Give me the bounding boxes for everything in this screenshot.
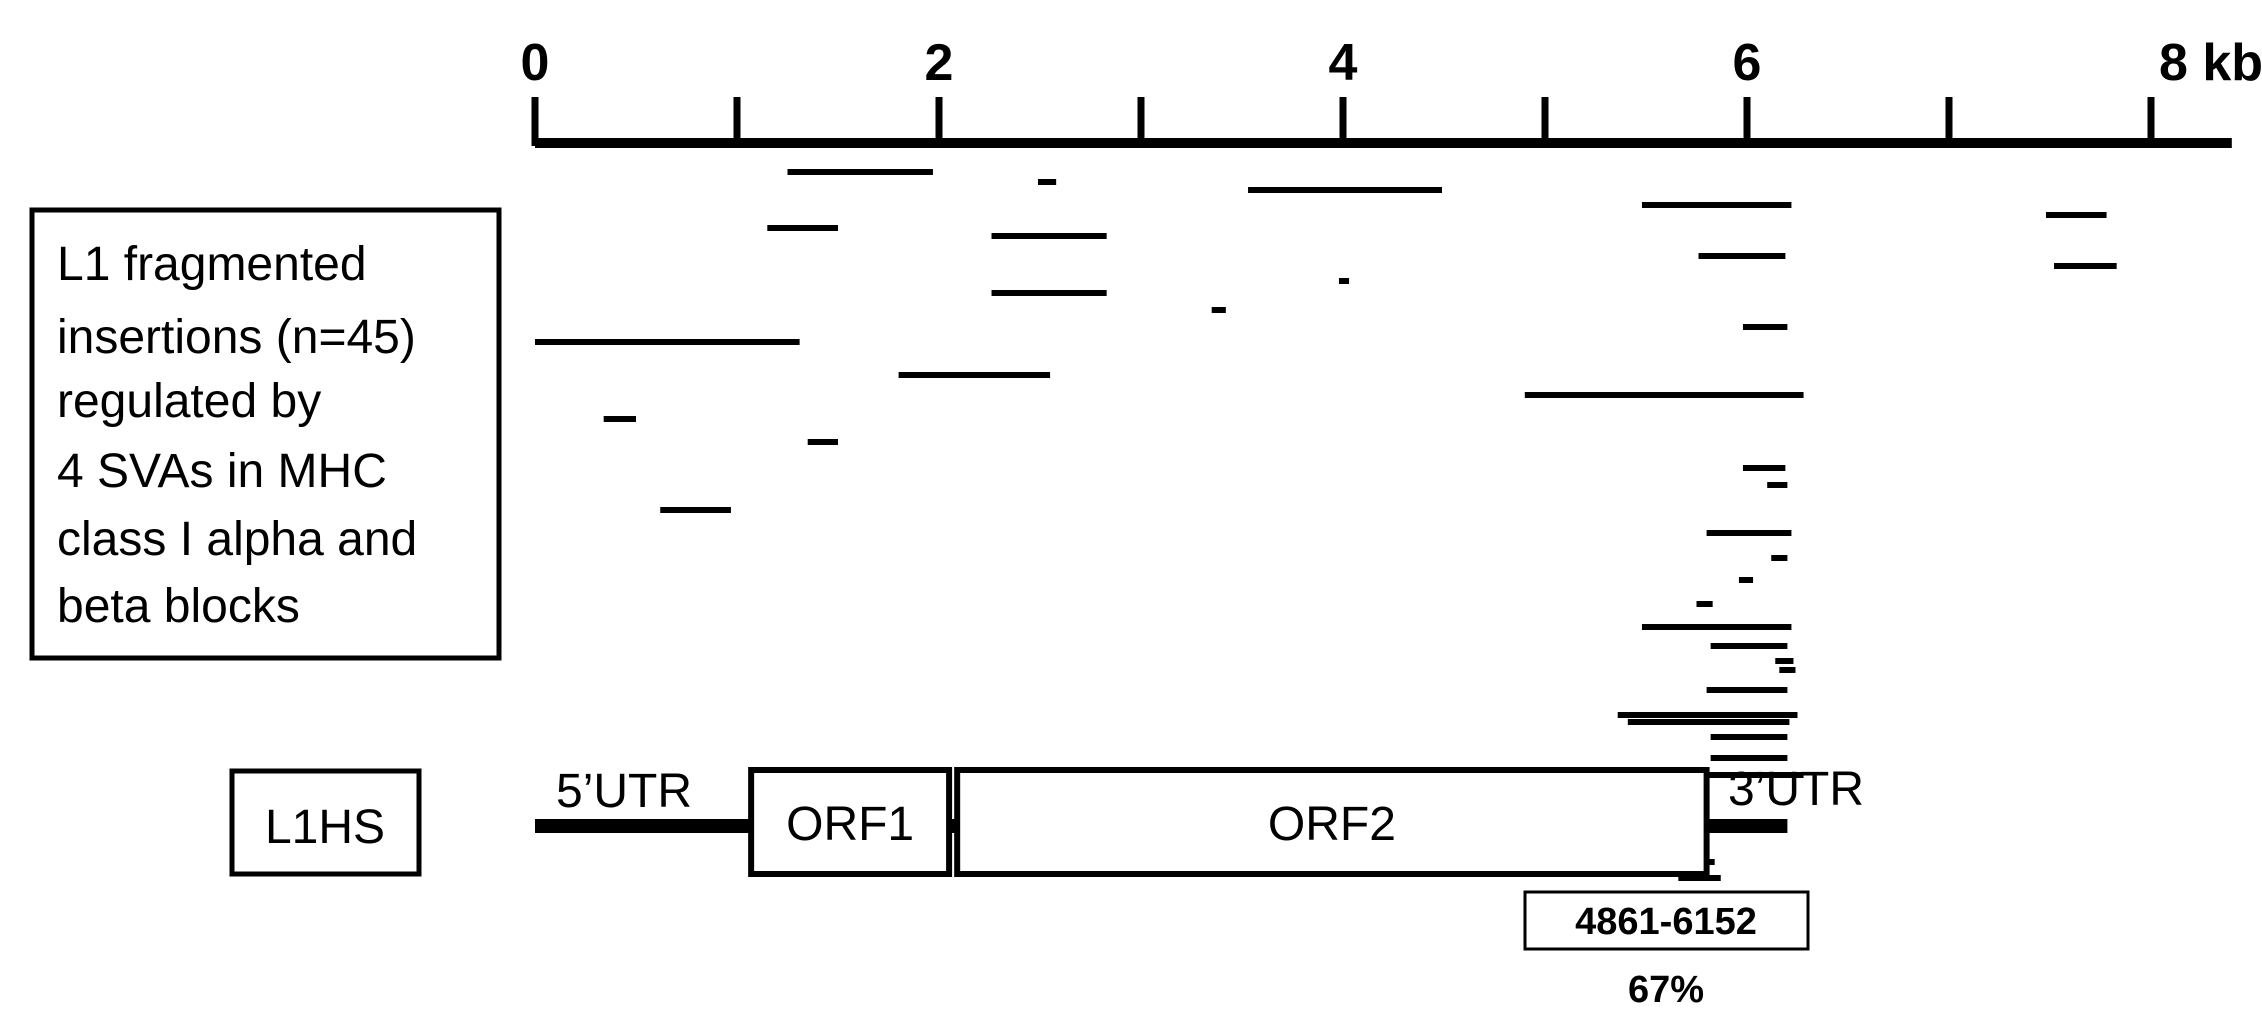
- element-name-frame: [229, 768, 422, 877]
- legend-frame: [29, 207, 502, 661]
- scale-tick-label: 8 kb: [2159, 34, 2262, 92]
- legend-line-4: 4 SVAs in MHC: [57, 445, 387, 498]
- scale-tick-labels: 0 2 4 6 8 kb: [521, 34, 2262, 92]
- region-range-frame: [1523, 890, 1810, 951]
- scale-tick-label: 2: [925, 34, 954, 92]
- kb-scale-axis: 0 2 4 6 8 kb: [521, 34, 2262, 148]
- orf1-label: ORF1: [786, 798, 914, 851]
- scale-tick-label: 4: [1329, 34, 1358, 92]
- legend-line-3: regulated by: [57, 375, 321, 428]
- fragment-insertions: [535, 169, 2117, 881]
- element-name-box: L1HS: [229, 768, 422, 877]
- legend-box: L1 fragmented insertions (n=45) regulate…: [29, 207, 502, 661]
- region-percent: 67%: [1628, 969, 1704, 1011]
- three-utr-label: 3’UTR: [1728, 763, 1864, 816]
- orf2-label: ORF2: [1268, 798, 1396, 851]
- region-range-label: 4861-6152: [1575, 901, 1757, 943]
- orf1-box: [748, 767, 953, 877]
- legend-line-6: beta blocks: [57, 580, 300, 633]
- orf2-box: [954, 767, 1710, 877]
- scale-tick-label: 0: [521, 34, 550, 92]
- element-name: L1HS: [265, 801, 385, 854]
- legend-line-5: class I alpha and: [57, 513, 417, 566]
- scale-ticks: [531, 97, 2155, 146]
- legend-line-1: L1 fragmented: [57, 238, 367, 291]
- region-annotation: 4861-6152 67%: [1523, 890, 1810, 1011]
- legend-line-2: insertions (n=45): [57, 311, 416, 364]
- l1hs-structure: ORF1 ORF2 5’UTR 3’UTR: [535, 763, 1864, 877]
- scale-tick-label: 6: [1733, 34, 1762, 92]
- five-utr-label: 5’UTR: [556, 765, 692, 818]
